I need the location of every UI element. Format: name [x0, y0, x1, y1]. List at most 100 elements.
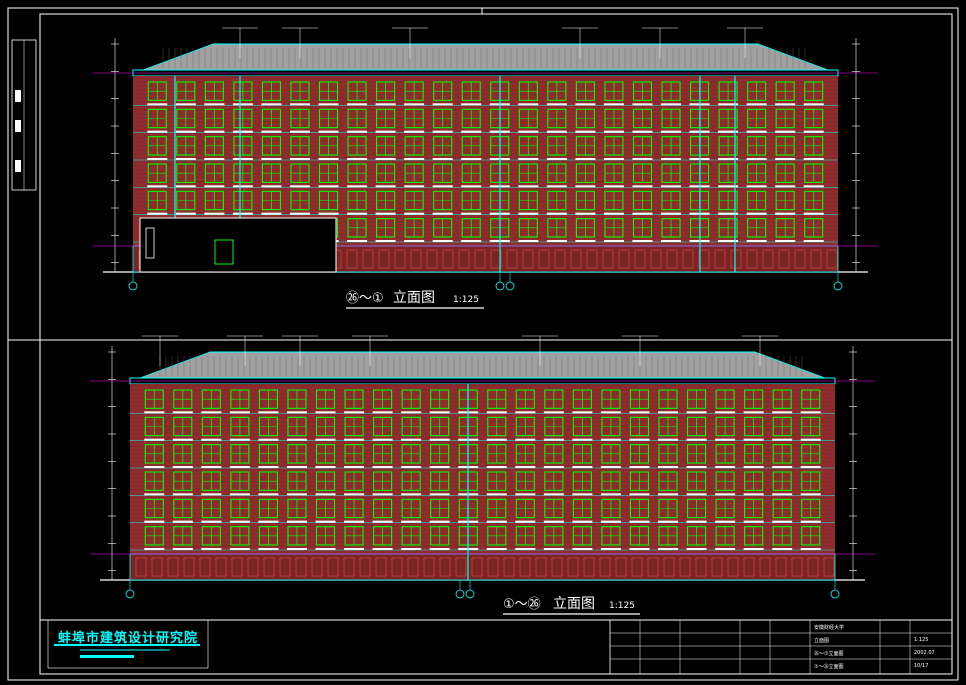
window-sill: [429, 520, 450, 523]
window-sill: [201, 411, 222, 414]
window-sill: [289, 130, 310, 133]
window-sill: [572, 493, 593, 496]
window-sill: [686, 548, 707, 550]
grid-axis-bubble: [505, 281, 515, 291]
window-sill: [375, 212, 396, 215]
window-sill: [743, 493, 764, 496]
window-sill: [629, 520, 650, 523]
window-sill: [461, 130, 482, 133]
window-sill: [172, 466, 193, 468]
window-sill: [515, 493, 536, 496]
window-sill: [715, 548, 736, 550]
window-sill: [603, 212, 624, 215]
plinth-panel: [394, 249, 406, 269]
window-sill: [603, 130, 624, 133]
roof: [139, 351, 826, 379]
window-sill: [775, 185, 796, 188]
window-sill: [600, 548, 621, 550]
plinth-panel: [439, 557, 451, 577]
window-sill: [746, 185, 767, 188]
window-sill: [258, 548, 279, 550]
window-sill: [286, 520, 307, 523]
window-sill: [315, 411, 336, 414]
title-block-sheet: 立面图: [814, 638, 830, 644]
window-sill: [575, 103, 596, 106]
window-sill: [772, 466, 793, 468]
outer-frame: [7, 7, 959, 681]
plinth-panel: [378, 249, 390, 269]
window-sill: [632, 185, 653, 188]
window-sill: [344, 493, 365, 496]
window-sill: [432, 130, 453, 133]
plinth-panel: [487, 557, 499, 577]
window-sill: [347, 130, 368, 133]
window-sill: [201, 548, 222, 550]
window-sill: [543, 466, 564, 468]
window-sill: [686, 438, 707, 441]
plinth: [129, 553, 836, 581]
window-sill: [201, 438, 222, 441]
plinth-panel: [634, 249, 646, 269]
window-sill: [743, 438, 764, 441]
plinth-panel: [199, 557, 211, 577]
plinth-panel: [231, 557, 243, 577]
plinth-panel: [778, 249, 790, 269]
window-sill: [515, 438, 536, 441]
window-sill: [743, 520, 764, 523]
window-sill: [632, 158, 653, 160]
title-block-scale: 1:125: [914, 637, 929, 643]
title-block-date: 2002.07: [914, 650, 935, 656]
window-sill: [429, 438, 450, 441]
stair-opening: [145, 227, 155, 259]
window-sill: [286, 548, 307, 550]
window-sill: [401, 438, 422, 441]
window-sill: [658, 520, 679, 523]
plinth-panel: [407, 557, 419, 577]
window-sill: [600, 520, 621, 523]
plinth-panel: [682, 249, 694, 269]
window-sill: [204, 185, 225, 188]
institute-name: 蚌埠市建筑设计研究院: [58, 631, 199, 646]
window-sill: [347, 212, 368, 215]
plinth-panel: [151, 557, 163, 577]
plinth-panel: [762, 249, 774, 269]
window-sill: [315, 493, 336, 496]
window-sill: [515, 548, 536, 550]
plinth-panel: [359, 557, 371, 577]
plinth-panel: [247, 557, 259, 577]
window-sill: [775, 130, 796, 133]
window-sill: [600, 493, 621, 496]
plinth-panel: [506, 249, 518, 269]
plinth-panel: [410, 249, 422, 269]
window-sill: [686, 466, 707, 468]
plinth-panel: [794, 249, 806, 269]
window-sill: [229, 520, 250, 523]
inner-frame: [39, 13, 953, 675]
window-sill: [461, 103, 482, 106]
window-sill: [775, 103, 796, 106]
window-sill: [258, 438, 279, 441]
window-sill: [543, 493, 564, 496]
window-sill: [572, 411, 593, 414]
window-sill: [404, 103, 425, 106]
window-sill: [743, 466, 764, 468]
window-sill: [201, 520, 222, 523]
window-sill: [289, 212, 310, 215]
plinth-panel: [279, 557, 291, 577]
window-sill: [372, 548, 393, 550]
window-sill: [543, 411, 564, 414]
window-sill: [686, 520, 707, 523]
window-sill: [404, 240, 425, 242]
window-sill: [775, 240, 796, 242]
window-sill: [775, 212, 796, 215]
plinth-panel: [503, 557, 515, 577]
elevation-title-top-scale: 1:125: [453, 295, 479, 305]
window-sill: [546, 130, 567, 133]
window-sill: [347, 240, 368, 242]
elevation-title-top-prefix: ㉖～①: [346, 291, 384, 306]
window-sill: [404, 130, 425, 133]
plinth-panel: [807, 557, 819, 577]
plinth-panel: [426, 249, 438, 269]
window-sill: [401, 493, 422, 496]
title-block: [40, 619, 953, 675]
